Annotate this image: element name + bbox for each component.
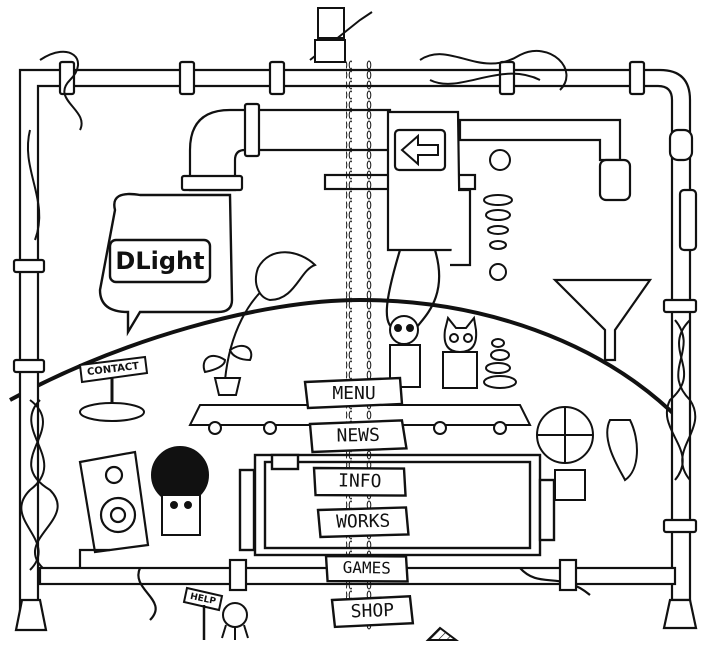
logo-plate: [108, 238, 212, 284]
right-vine: [419, 49, 697, 481]
horizon-curve: [9, 297, 682, 422]
nav-item-label: INFO: [338, 470, 382, 492]
small-rock: [425, 626, 459, 641]
stacked-stones: [483, 338, 517, 389]
help-sign[interactable]: HELP: [182, 586, 224, 640]
spring-stack: [483, 149, 513, 281]
menu-title-plank: MENU: [303, 376, 404, 410]
menu-title: MENU: [332, 383, 375, 404]
elbow-pipe: [180, 102, 392, 192]
frame-legs: [14, 598, 698, 632]
afro-character: [151, 446, 209, 536]
top-frame-pipe: [12, 60, 698, 612]
speaker: [78, 450, 150, 554]
top-crane: [309, 7, 373, 63]
nav-item-label: GAMES: [343, 558, 391, 578]
little-creature: [221, 602, 249, 640]
nav-item-label: SHOP: [350, 600, 394, 623]
robot-character: [389, 315, 421, 388]
nav-item-works[interactable]: WORKS: [316, 506, 410, 539]
nav-item-label: NEWS: [336, 425, 380, 447]
left-arrow-icon: [400, 133, 439, 167]
nav-item-games[interactable]: GAMES: [324, 554, 409, 583]
nav-item-label: WORKS: [336, 511, 391, 533]
carnivorous-plant: [202, 251, 317, 396]
logo-text: DLight: [115, 247, 204, 275]
logo-bubble: DLight: [98, 192, 234, 337]
right-pipes: [458, 118, 698, 362]
nav-item-shop[interactable]: SHOP: [330, 595, 415, 629]
screen-panel: [238, 453, 556, 557]
hamster-wheel: [536, 406, 638, 501]
contact-sign[interactable]: CONTACT: [78, 355, 149, 422]
nav-item-info[interactable]: INFO: [312, 466, 407, 497]
nav-item-news[interactable]: NEWS: [308, 419, 408, 454]
conveyor-belt: [188, 404, 532, 435]
cat-character: [442, 315, 478, 389]
left-vine: [20, 50, 83, 571]
